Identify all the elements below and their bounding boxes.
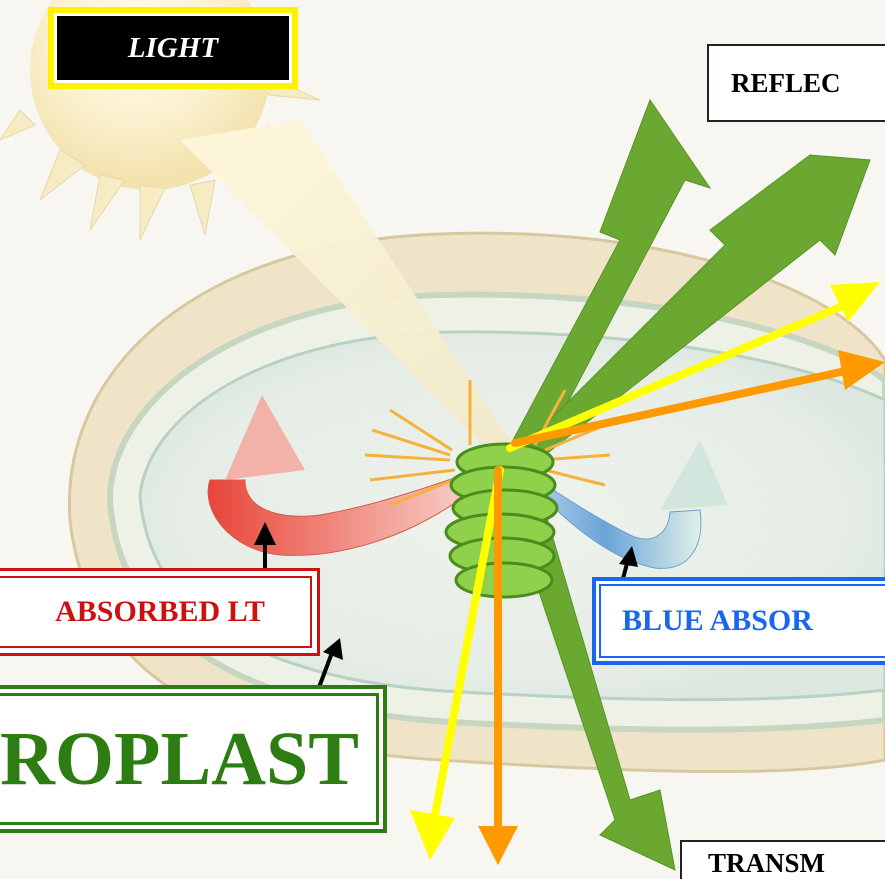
transmitted-label: TRANSM — [680, 840, 885, 879]
reflected-label: REFLEC — [707, 44, 885, 122]
red-absorbed-label-text: ABSORBED LT — [55, 595, 265, 629]
transmitted-label-text: TRANSM — [708, 848, 825, 879]
light-label: LIGHT — [48, 7, 298, 89]
light-label-text: LIGHT — [128, 32, 218, 65]
blue-absorbed-label: BLUE ABSOR — [592, 577, 885, 665]
blue-absorbed-label-text: BLUE ABSOR — [622, 604, 813, 638]
reflected-label-text: REFLEC — [731, 68, 841, 99]
chloroplast-label: OROPLAST — [0, 685, 387, 833]
red-absorbed-label: ABSORBED LT — [0, 568, 320, 656]
chloroplast-label-text: OROPLAST — [0, 716, 359, 803]
